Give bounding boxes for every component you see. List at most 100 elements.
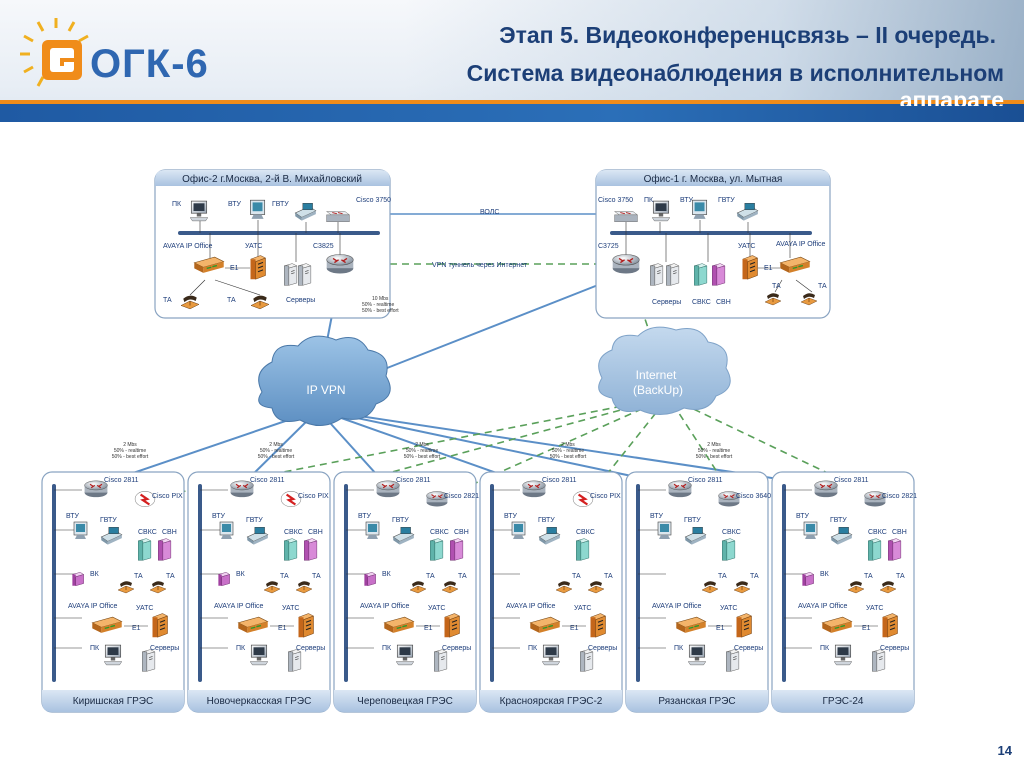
plant-ta-label: ТА bbox=[134, 573, 143, 580]
office-1-svks-label: СВКС bbox=[692, 299, 711, 306]
plant-bw-line1: 50% - realtime bbox=[552, 448, 584, 454]
plant-bw-speed: 2 Mbs bbox=[269, 442, 283, 448]
plant-uats-icon bbox=[297, 612, 315, 638]
plant-uats-label: УАТС bbox=[866, 605, 883, 612]
slide-title-line-2: Система видеонаблюдения в исполнительном bbox=[466, 60, 1004, 86]
header-band bbox=[0, 104, 1024, 122]
header-accent-line bbox=[0, 100, 1024, 104]
plant-server-icon bbox=[433, 649, 448, 672]
plant-uats-icon bbox=[589, 612, 607, 638]
plant-svks-icon bbox=[868, 538, 882, 561]
plant-bw-line1: 50% - realtime bbox=[698, 448, 730, 454]
office-1-vtu-label: ВТУ bbox=[680, 197, 693, 204]
office-2-vtu-label: ВТУ bbox=[228, 201, 241, 208]
plant-pk-label: ПК bbox=[528, 645, 538, 652]
office-1-server-icon bbox=[649, 263, 664, 286]
plant-uats-icon bbox=[735, 612, 753, 638]
office-2-avaya-label: AVAYA IP Office bbox=[163, 243, 213, 250]
plant-svks-label: СВКС bbox=[722, 529, 741, 536]
plant-edge-label: Cisco 3640 bbox=[736, 493, 771, 500]
ipvpn-link bbox=[337, 413, 680, 487]
office-1-ta1-label: ТА bbox=[772, 283, 781, 290]
plant-vtu-label: ВТУ bbox=[212, 513, 225, 520]
plant-e1-label: E1 bbox=[132, 625, 141, 632]
office-2-ta1-label: ТА bbox=[163, 297, 172, 304]
plant-vtu-label: ВТУ bbox=[66, 513, 79, 520]
plant-name: Череповецкая ГРЭС bbox=[357, 696, 453, 707]
plant-name: ГРЭС-24 bbox=[823, 696, 864, 707]
office-1-uats-icon bbox=[741, 254, 759, 280]
plant-avaya-label: AVAYA IP Office bbox=[360, 603, 410, 610]
office-1-pk-label: ПК bbox=[644, 197, 654, 204]
plant-svn-icon bbox=[304, 538, 318, 561]
plant-server-icon bbox=[287, 649, 302, 672]
plant-pc-icon bbox=[103, 644, 123, 666]
slide-title-line-1: Этап 5. Видеоконференцсвязь – II очередь… bbox=[499, 22, 996, 48]
plant-ta-label-2: ТА bbox=[166, 573, 175, 580]
plant-bw-speed: 2 Mbs bbox=[561, 442, 575, 448]
plant-vk-label: ВК bbox=[90, 571, 100, 578]
plant-gvtu-label: ГВТУ bbox=[392, 517, 409, 524]
header: ОГК-6 Этап 5. Видеоконференцсвязь – II о… bbox=[0, 0, 1024, 122]
plant-vtu-label: ВТУ bbox=[796, 513, 809, 520]
plant-ta-label: ТА bbox=[280, 573, 289, 580]
plant-pk-label: ПК bbox=[90, 645, 100, 652]
plant-pk-label: ПК bbox=[382, 645, 392, 652]
plant-ta-label-2: ТА bbox=[458, 573, 467, 580]
plant-vtu-label: ВТУ bbox=[358, 513, 371, 520]
plant-uats-icon bbox=[151, 612, 169, 638]
internet-label-2: (BackUp) bbox=[633, 383, 683, 397]
plant-vk-icon bbox=[217, 571, 231, 587]
plant-vk-icon bbox=[801, 571, 815, 587]
office-1-server-icon-2 bbox=[665, 263, 680, 286]
plant-ta-label: ТА bbox=[718, 573, 727, 580]
office-2-title: Офис-2 г.Москва, 2-й В. Михайловский bbox=[182, 173, 362, 185]
plant-pc-icon bbox=[541, 644, 561, 666]
vpn-tunnel-label: VPN туннель через Интернет bbox=[432, 262, 528, 269]
plant-avaya-label: AVAYA IP Office bbox=[68, 603, 118, 610]
plant-router-label: Cisco 2811 bbox=[104, 477, 139, 484]
plant-router-label: Cisco 2811 bbox=[542, 477, 577, 484]
office-1-router-label: C3725 bbox=[598, 243, 619, 250]
office-2-server-icon bbox=[283, 263, 298, 286]
office-2-servers-label: Серверы bbox=[286, 297, 315, 304]
ipvpn-cloud: IP VPN bbox=[258, 335, 391, 426]
internet-backup-link bbox=[441, 403, 654, 499]
office-1-ta2-label: ТА bbox=[818, 283, 827, 290]
plant-pc-icon bbox=[249, 644, 269, 666]
plant-name: Рязанская ГРЭС bbox=[658, 696, 735, 707]
plant-vk-label: ВК bbox=[236, 571, 246, 578]
plant-e1-label: E1 bbox=[862, 625, 871, 632]
plant-bw-speed: 2 Mbs bbox=[415, 442, 429, 448]
plant-uats-label: УАТС bbox=[574, 605, 591, 612]
plant-gvtu-label: ГВТУ bbox=[684, 517, 701, 524]
plant-vtu-label: ВТУ bbox=[504, 513, 517, 520]
plant-bw-speed: 2 Mbs bbox=[707, 442, 721, 448]
internet-label-1: Internet bbox=[636, 368, 677, 382]
plant-vk-label: ВК bbox=[820, 571, 830, 578]
plant-pk-label: ПК bbox=[674, 645, 684, 652]
plant-gvtu-label: ГВТУ bbox=[100, 517, 117, 524]
office-1-svn-icon bbox=[712, 263, 726, 286]
plant-bw-line1: 50% - realtime bbox=[114, 448, 146, 454]
plant-edge-label: Cisco PIX bbox=[298, 493, 329, 500]
office-2-e1-label: E1 bbox=[230, 265, 239, 272]
plant-gvtu-label: ГВТУ bbox=[246, 517, 263, 524]
plant-svn-label: СВН bbox=[308, 529, 323, 536]
plant-servers-label: Серверы bbox=[734, 645, 763, 652]
plant-svks-icon bbox=[284, 538, 298, 561]
office-1-internet-link bbox=[629, 273, 651, 335]
office-1-pc-icon bbox=[651, 200, 671, 222]
plant-server-icon bbox=[141, 649, 156, 672]
plant-svn-icon bbox=[888, 538, 902, 561]
plant-svks-icon bbox=[722, 538, 736, 561]
plant-servers-label: Серверы bbox=[150, 645, 179, 652]
plant-uats-label: УАТС bbox=[136, 605, 153, 612]
plant-pc-icon bbox=[395, 644, 415, 666]
office-1-switch-label: Cisco 3750 bbox=[598, 197, 633, 204]
plant-server-icon bbox=[579, 649, 594, 672]
office-2-switch-label: Cisco 3750 bbox=[356, 197, 391, 204]
